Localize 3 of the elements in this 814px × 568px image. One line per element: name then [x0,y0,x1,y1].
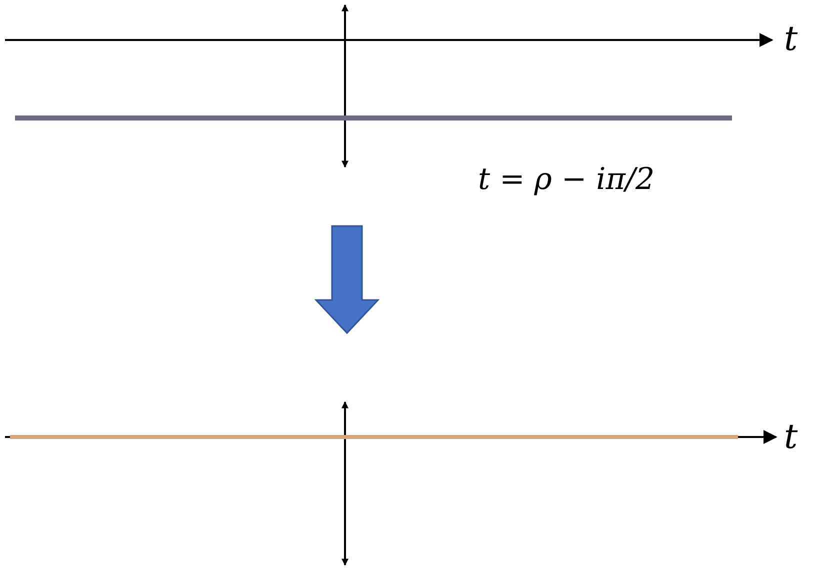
axis-label: t [784,420,798,454]
contour-equation: t = ρ − iπ/2 [478,165,655,195]
axis-label: t [784,22,798,56]
